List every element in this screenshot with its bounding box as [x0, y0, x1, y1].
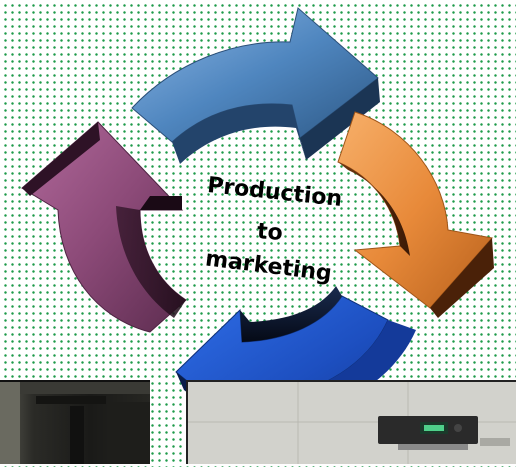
blue-arrow	[131, 7, 380, 164]
wall-appliance-photo-image	[188, 382, 516, 464]
dark-room-photo-image	[0, 382, 150, 464]
purple-arrow	[21, 121, 187, 333]
orange-arrow	[337, 111, 494, 318]
dark-room-photo	[0, 380, 150, 464]
wall-appliance-photo	[186, 380, 516, 464]
